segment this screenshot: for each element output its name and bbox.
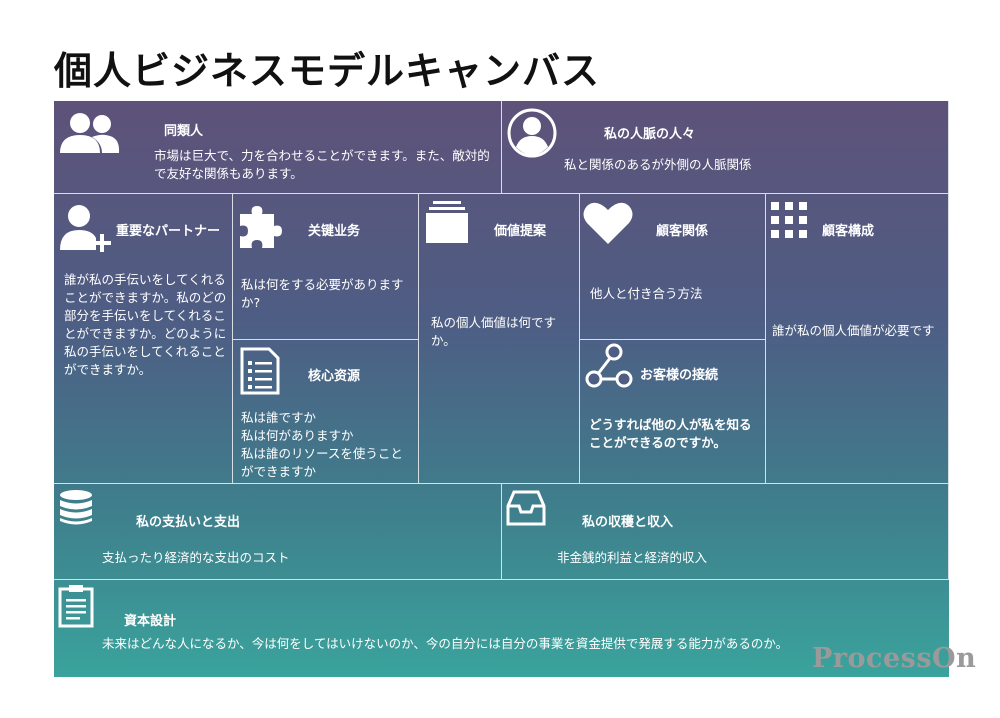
inbox-tray-icon [506, 490, 546, 526]
value-title: 価値提案 [494, 224, 547, 239]
cell-customer-relationships: 顧客関係 他人と付き合う方法 [580, 194, 766, 340]
watermark: ProcessOn [812, 643, 977, 674]
capital-title: 資本設計 [124, 614, 177, 629]
cell-network: 私の人脈の人々 私と関係のあるが外側の人脈関係 [502, 101, 949, 194]
costs-title: 私の支払いと支出 [136, 515, 241, 530]
capital-text: 未来はどんな人になるか、今は何をしてはいけないのか、今の自分には自分の事業を資金… [102, 636, 789, 651]
segments-title: 顧客構成 [822, 224, 875, 239]
document-list-icon [240, 347, 280, 395]
cell-channels: お客様の接続 どうすれば他の人が私を知ることができるのですか。 [580, 340, 766, 484]
database-icon [60, 490, 92, 525]
network-title: 私の人脈の人々 [604, 127, 696, 142]
network-text: 私と関係のあるが外側の人脈関係 [564, 157, 752, 172]
cell-partners: 重要なパートナー 誰が私の手伝いをしてくれることができますか。私のどの部分を手伝… [54, 194, 233, 484]
business-model-canvas: 同類人 市場は巨大で、力を合わせることができます。また、敵対的で友好な関係もあり… [54, 101, 949, 677]
cell-key-activities: 关键业务 私は何をする必要がありますか? [233, 194, 419, 340]
channels-title: お客様の接続 [640, 368, 719, 383]
cell-costs: 私の支払いと支出 支払ったり経済的な支出のコスト [54, 484, 502, 580]
puzzle-icon [240, 206, 282, 248]
activities-text: 私は何をする必要がありますか? [241, 277, 404, 310]
stack-icon [426, 201, 468, 243]
person-avatar-icon [507, 108, 557, 158]
channels-text: どうすれば他の人が私を知ることができるのですか。 [589, 417, 752, 450]
heart-icon [583, 202, 633, 244]
people-icon [60, 113, 120, 153]
peers-text: 市場は巨大で、力を合わせることができます。また、敵対的で友好な関係もあります。 [154, 148, 490, 181]
cell-peers: 同類人 市場は巨大で、力を合わせることができます。また、敵対的で友好な関係もあり… [54, 101, 502, 194]
partners-title: 重要なパートナー [116, 224, 221, 239]
share-connect-icon [585, 343, 633, 388]
page-title: 個人ビジネスモデルキャンバス [54, 49, 601, 93]
grid-icon [771, 202, 807, 238]
resources-title: 核心资源 [308, 369, 361, 384]
revenue-text: 非金銭的利益と経済的収入 [557, 550, 708, 565]
peers-title: 同類人 [164, 124, 204, 139]
costs-text: 支払ったり経済的な支出のコスト [102, 550, 290, 565]
partners-text: 誰が私の手伝いをしてくれることができますか。私のどの部分を手伝いをしてくれること… [64, 272, 227, 377]
cell-value-proposition: 価値提案 私の個人価値は何ですか。 [419, 194, 580, 484]
cell-revenue: 私の収穫と収入 非金銭的利益と経済的収入 [502, 484, 949, 580]
activities-title: 关键业务 [308, 224, 361, 239]
resources-text: 私は誰ですか 私は何がありますか 私は誰のリソースを使うことができますか [241, 410, 403, 479]
relationships-title: 顧客関係 [656, 224, 709, 239]
relationships-text: 他人と付き合う方法 [590, 286, 703, 301]
cell-customer-segments: 顧客構成 誰が私の個人価値が必要です [766, 194, 949, 484]
clipboard-icon [58, 585, 94, 628]
segments-text: 誰が私の個人価値が必要です [772, 323, 935, 338]
cell-capital-design: 資本設計 未来はどんな人になるか、今は何をしてはいけないのか、今の自分には自分の… [54, 580, 949, 677]
cell-key-resources: 核心资源 私は誰ですか 私は何がありますか 私は誰のリソースを使うことができます… [233, 340, 419, 484]
revenue-title: 私の収穫と収入 [582, 515, 674, 530]
add-person-icon [60, 205, 111, 252]
value-text: 私の個人価値は何ですか。 [431, 315, 557, 348]
